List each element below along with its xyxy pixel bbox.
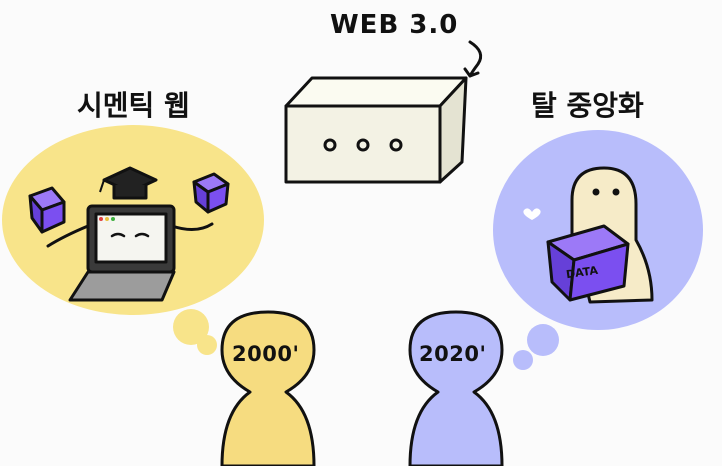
year-2020-label: 2020' [419, 342, 487, 366]
decentralization-title: 탈 중앙화 [531, 89, 644, 122]
cube-icon [28, 186, 66, 234]
semantic-web-title: 시멘틱 웹 [77, 89, 190, 122]
server-icon [284, 76, 468, 184]
year-2000-label: 2000' [232, 342, 300, 366]
person-2000-icon [220, 310, 316, 466]
laptop-icon [46, 204, 214, 302]
person-2020-icon [408, 310, 504, 466]
heart-icon [523, 208, 541, 220]
cube-icon [192, 172, 230, 214]
data-box-icon [546, 224, 630, 302]
graduation-cap-icon [99, 166, 158, 200]
arrow-icon [463, 40, 483, 78]
web3-title: WEB 3.0 [330, 10, 459, 40]
